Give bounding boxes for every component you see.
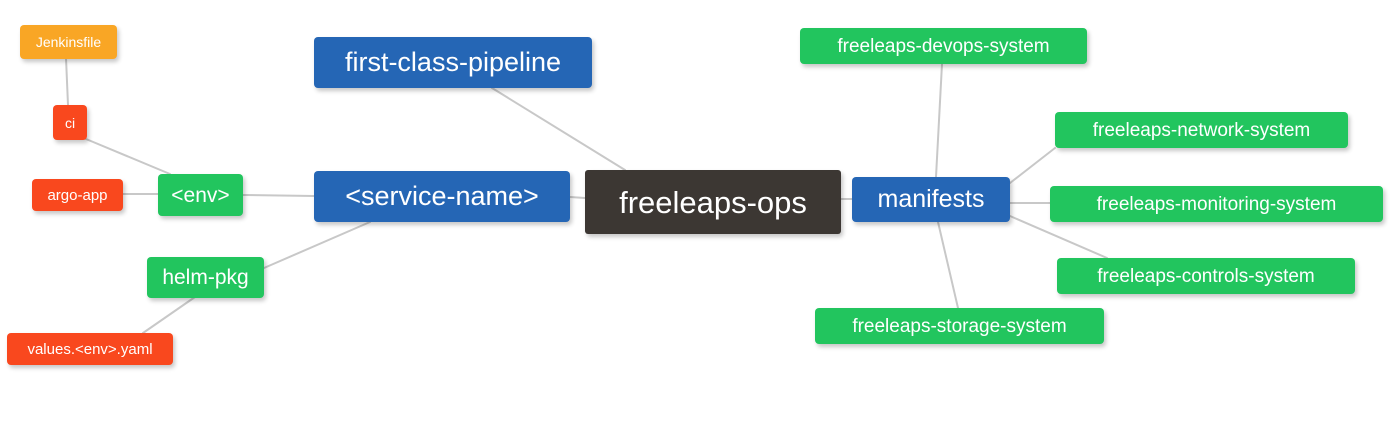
- node-jenkinsfile[interactable]: Jenkinsfile: [20, 25, 117, 59]
- edge-manifests-network-system: [1009, 147, 1056, 184]
- node-values-env-yaml[interactable]: values.<env>.yaml: [7, 333, 173, 365]
- node-service-name[interactable]: <service-name>: [314, 171, 570, 222]
- edge-service-name-helm-pkg: [263, 221, 371, 269]
- node-freeleaps-devops-system[interactable]: freeleaps-devops-system: [800, 28, 1087, 64]
- node-jenkinsfile-label: Jenkinsfile: [35, 34, 102, 50]
- node-env-label: <env>: [171, 183, 230, 207]
- node-freeleaps-network-system-label: freeleaps-network-system: [1092, 119, 1311, 141]
- node-freeleaps-ops-label: freeleaps-ops: [619, 184, 807, 220]
- node-argo-app[interactable]: argo-app: [32, 179, 123, 211]
- node-helm-pkg-label: helm-pkg: [162, 266, 249, 289]
- node-manifests[interactable]: manifests: [852, 177, 1010, 222]
- node-freeleaps-network-system[interactable]: freeleaps-network-system: [1055, 112, 1348, 148]
- node-ci[interactable]: ci: [53, 105, 87, 140]
- edge-manifests-controls-system: [1009, 215, 1108, 259]
- node-argo-app-label: argo-app: [47, 186, 108, 204]
- node-first-class-pipeline[interactable]: first-class-pipeline: [314, 37, 592, 88]
- edge-env-ci: [85, 138, 171, 175]
- node-freeleaps-monitoring-system-label: freeleaps-monitoring-system: [1096, 193, 1337, 215]
- node-first-class-pipeline-label: first-class-pipeline: [344, 47, 562, 77]
- node-freeleaps-ops[interactable]: freeleaps-ops: [585, 170, 841, 234]
- edge-manifests-devops-system: [935, 63, 943, 178]
- node-manifests-label: manifests: [877, 185, 985, 213]
- node-service-name-label: <service-name>: [345, 181, 539, 211]
- node-ci-label: ci: [64, 114, 76, 131]
- node-values-env-yaml-label: values.<env>.yaml: [27, 340, 153, 358]
- edge-root-service-name: [569, 196, 586, 199]
- node-freeleaps-devops-system-label: freeleaps-devops-system: [837, 35, 1050, 57]
- node-freeleaps-storage-system-label: freeleaps-storage-system: [852, 315, 1067, 337]
- node-env[interactable]: <env>: [158, 174, 243, 216]
- edge-ci-jenkinsfile: [65, 57, 69, 106]
- edge-root-first-class-pipeline: [491, 87, 626, 171]
- node-helm-pkg[interactable]: helm-pkg: [147, 257, 264, 298]
- node-freeleaps-monitoring-system[interactable]: freeleaps-monitoring-system: [1050, 186, 1383, 222]
- edge-helm-pkg-values-yaml: [142, 296, 196, 334]
- edge-service-name-env: [242, 194, 315, 197]
- node-freeleaps-controls-system[interactable]: freeleaps-controls-system: [1057, 258, 1355, 294]
- edge-manifests-storage-system: [937, 221, 959, 309]
- node-freeleaps-storage-system[interactable]: freeleaps-storage-system: [815, 308, 1104, 344]
- node-freeleaps-controls-system-label: freeleaps-controls-system: [1097, 265, 1315, 287]
